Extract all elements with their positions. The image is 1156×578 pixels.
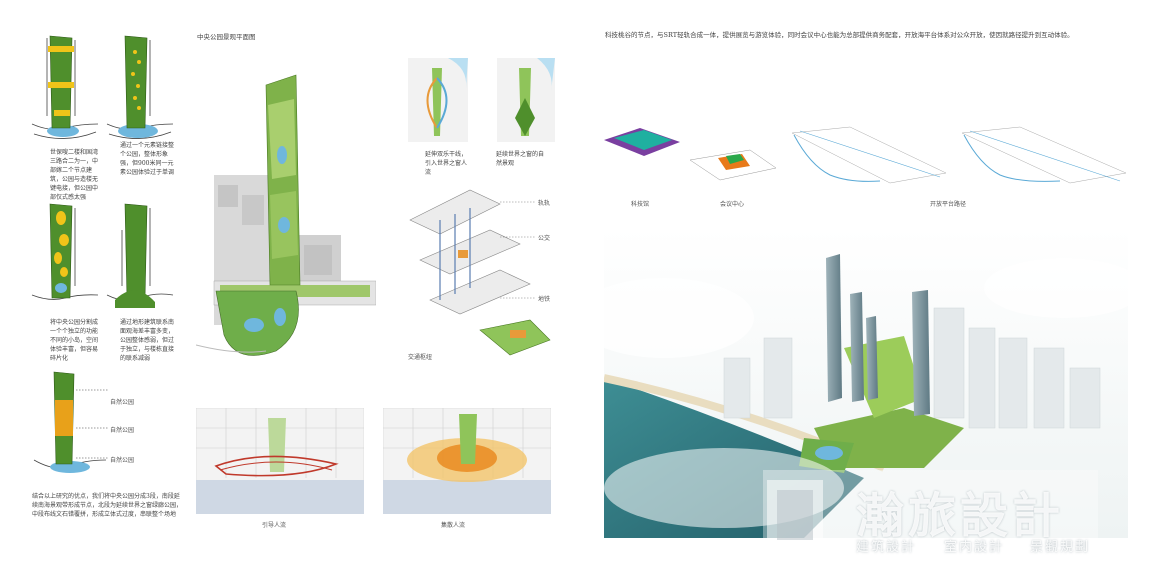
label-path: 开放平台路径 bbox=[930, 201, 967, 208]
label-rail: 轨轨 bbox=[538, 200, 551, 207]
leader-lines bbox=[500, 200, 540, 300]
label-tech: 科技馆 bbox=[631, 201, 650, 208]
strategy-diagram-1 bbox=[30, 32, 100, 144]
extension-diagram-left bbox=[408, 58, 468, 142]
natural-park-label-2: 自然公园 bbox=[110, 427, 135, 434]
extension-caption-right: 延续世界之窗的自然景观 bbox=[496, 151, 545, 167]
plan-title: 中央公园景观平面图 bbox=[197, 33, 256, 41]
strategy-caption-4: 通过地形建筑联系南面观海差丰富多变，公园整体感弱，但过于独立，与楼栋直接的联系减… bbox=[120, 319, 175, 362]
natural-park-label-3: 自然公园 bbox=[110, 457, 135, 464]
transport-axonometric bbox=[400, 180, 560, 380]
extension-diagram-right bbox=[497, 58, 555, 142]
watermark-sub-1: 建筑設計 bbox=[856, 540, 917, 555]
guide-flow-map bbox=[196, 408, 364, 514]
strategy-caption-2: 通过一个元素链接整个公园，整体形象强，但900米同一元素公园体验过于单调 bbox=[120, 142, 175, 176]
strategy-caption-1: 世保嗖二楼和国湾三路合二为一，中部嫁二个节点建筑，公园与造楼无键电接，但公园中部… bbox=[50, 149, 99, 201]
watermark-title: 瀚旅設計 bbox=[856, 488, 1065, 544]
extension-caption-left: 延伸双乐干线，引入世界之窗人流 bbox=[425, 151, 468, 176]
strategy-caption-5: 结合以上研究的优点，我们将中央公园分成3段，南段延续南海景观带形成节点，北段为延… bbox=[32, 493, 183, 518]
watermark-sub-3: 景觀規劃 bbox=[1030, 540, 1091, 555]
tech-conf-diagram bbox=[600, 120, 780, 190]
central-park-plan bbox=[196, 55, 376, 365]
strategy-caption-3: 将中央公园分割成一个个独立的功能不同的小岛，空间体验丰富，但容易碎片化 bbox=[50, 319, 99, 362]
gather-flow-caption: 集散人流 bbox=[441, 522, 466, 529]
label-metro: 地铁 bbox=[538, 296, 551, 303]
guide-flow-caption: 引导人流 bbox=[262, 522, 287, 529]
label-hub: 交通枢纽 bbox=[408, 354, 433, 361]
three-section-diagram bbox=[30, 368, 110, 483]
right-paragraph: 科技桃谷的节点，与SRT轻轨合成一体，提供展览与游览体验，同时会议中心也能为总部… bbox=[605, 31, 1074, 39]
strategy-diagram-4 bbox=[105, 200, 175, 315]
aerial-rendering bbox=[604, 228, 1128, 538]
watermark-logo bbox=[763, 470, 1098, 558]
label-bus: 公交 bbox=[538, 235, 551, 242]
watermark-sub-2: 室内設計 bbox=[944, 540, 1005, 555]
natural-park-label-1: 自然公园 bbox=[110, 399, 135, 406]
label-conf: 会议中心 bbox=[720, 201, 745, 208]
strategy-diagram-2 bbox=[105, 32, 175, 144]
gather-flow-map bbox=[383, 408, 551, 514]
strategy-diagram-3 bbox=[30, 200, 100, 315]
path-diagram-1 bbox=[790, 125, 950, 195]
path-diagram-2 bbox=[960, 125, 1130, 195]
